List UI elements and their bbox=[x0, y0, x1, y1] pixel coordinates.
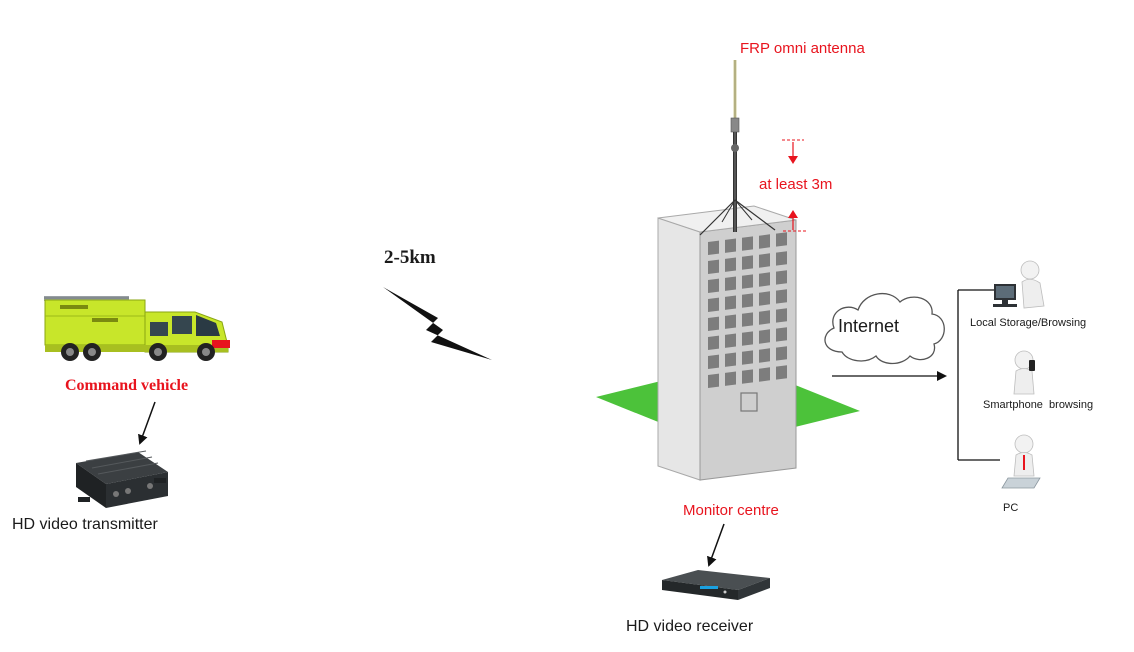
local-storage-label: Local Storage/Browsing bbox=[970, 317, 1087, 329]
building-window bbox=[725, 314, 736, 329]
height-indicator bbox=[782, 139, 806, 232]
building-window bbox=[776, 308, 787, 323]
building-window bbox=[759, 253, 770, 268]
height-note-label: at least 3m bbox=[759, 176, 833, 193]
monitor-centre-label: Monitor centre bbox=[683, 502, 779, 519]
building-windows bbox=[708, 232, 787, 388]
range-label: 2-5km bbox=[384, 247, 436, 268]
antenna-label: FRP omni antenna bbox=[740, 40, 865, 57]
fire-truck-icon bbox=[44, 296, 230, 361]
building-window bbox=[742, 331, 753, 346]
internet-label: Internet bbox=[838, 316, 900, 336]
desktop-user-icon bbox=[993, 260, 1045, 309]
building-window bbox=[759, 310, 770, 325]
building-window bbox=[725, 276, 736, 291]
building-window bbox=[708, 335, 719, 350]
building-window bbox=[759, 234, 770, 249]
building-window bbox=[708, 316, 719, 331]
building-window bbox=[776, 270, 787, 285]
lightning-icon bbox=[383, 287, 492, 360]
building-window bbox=[708, 354, 719, 369]
building-window bbox=[759, 291, 770, 306]
building-window bbox=[776, 365, 787, 380]
building-window bbox=[742, 293, 753, 308]
building-window bbox=[759, 329, 770, 344]
building-window bbox=[725, 295, 736, 310]
building-window bbox=[708, 373, 719, 388]
building-window bbox=[776, 346, 787, 361]
client-bracket bbox=[957, 289, 1000, 461]
smartphone-label: Smartphone browsing bbox=[983, 399, 1094, 411]
building-window bbox=[708, 240, 719, 255]
building-window bbox=[776, 251, 787, 266]
cloud-icon bbox=[824, 292, 945, 365]
building-window bbox=[742, 369, 753, 384]
building-window bbox=[742, 274, 753, 289]
smartphone-user-icon bbox=[1013, 350, 1035, 395]
building-window bbox=[708, 297, 719, 312]
pc-user-icon bbox=[1001, 434, 1041, 489]
building-window bbox=[708, 278, 719, 293]
building-window bbox=[742, 312, 753, 327]
building-window bbox=[759, 367, 770, 382]
receiver-icon bbox=[662, 570, 770, 600]
pc-label: PC bbox=[1003, 502, 1019, 514]
arrow-vehicle-to-transmitter bbox=[138, 401, 156, 445]
building-window bbox=[725, 257, 736, 272]
antenna-icon bbox=[699, 60, 776, 236]
arrow-monitor-to-receiver bbox=[707, 523, 725, 567]
building-window bbox=[776, 289, 787, 304]
receiver-label: HD video receiver bbox=[626, 618, 754, 635]
building-window bbox=[776, 232, 787, 247]
building-window bbox=[725, 333, 736, 348]
building-window bbox=[725, 352, 736, 367]
building-window bbox=[759, 272, 770, 287]
building-window bbox=[708, 259, 719, 274]
vehicle-label: Command vehicle bbox=[65, 377, 189, 394]
building-window bbox=[725, 238, 736, 253]
building-window bbox=[742, 236, 753, 251]
building-icon bbox=[657, 205, 797, 481]
transmitter-icon bbox=[76, 450, 168, 508]
transmitter-label: HD video transmitter bbox=[12, 516, 158, 533]
building-window bbox=[742, 255, 753, 270]
building-window bbox=[742, 350, 753, 365]
building-window bbox=[725, 371, 736, 386]
building-window bbox=[759, 348, 770, 363]
building-window bbox=[776, 327, 787, 342]
